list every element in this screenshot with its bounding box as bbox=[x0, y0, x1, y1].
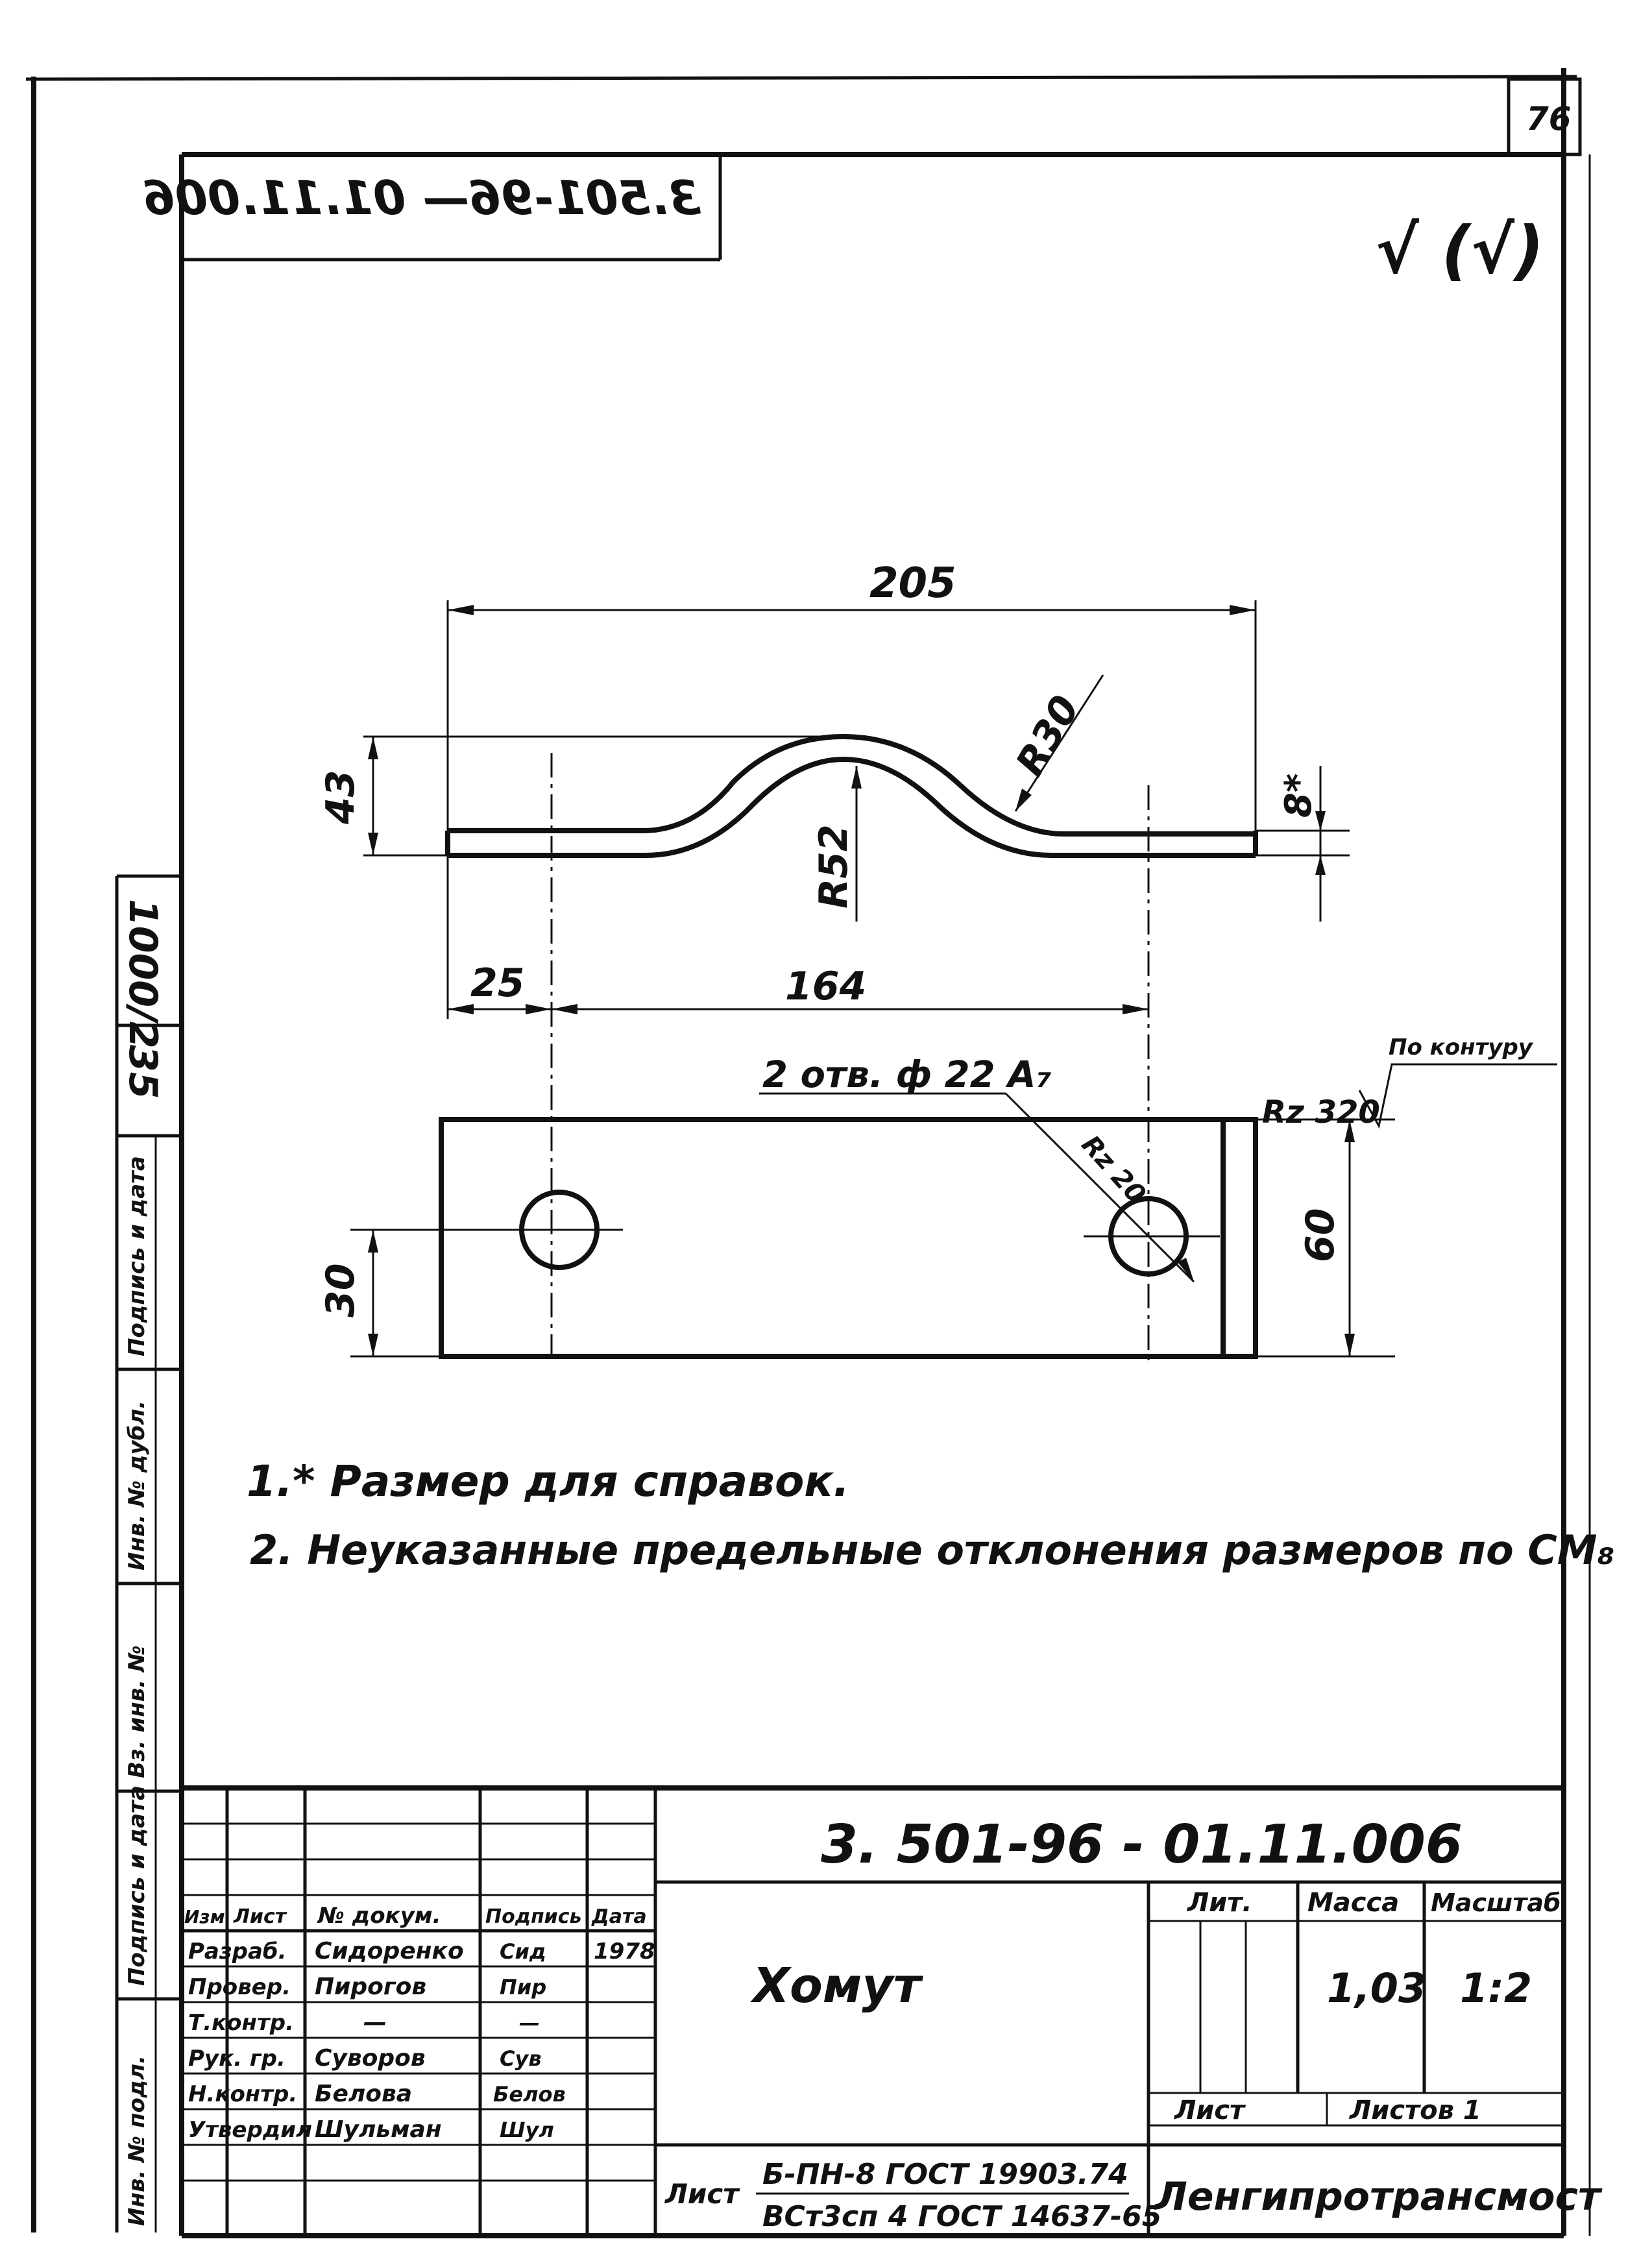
radius-r30-label: R30 bbox=[1007, 688, 1088, 783]
roughness-mark: √ (√) bbox=[1376, 212, 1544, 288]
page-number: 76 bbox=[1526, 100, 1572, 138]
hole-roughness: Rz 20 bbox=[1076, 1130, 1152, 1210]
dimension-43-label: 43 bbox=[318, 770, 363, 826]
side-ref-number-2: 35 bbox=[120, 1045, 165, 1099]
material-top: Б-ПН-8 ГОСТ 19903.74 bbox=[762, 2158, 1128, 2191]
name-4: Суворов bbox=[315, 2045, 426, 2072]
material-prefix: Лист bbox=[664, 2178, 740, 2210]
sign-6: Шул bbox=[500, 2118, 554, 2142]
dimension-164-label: 164 bbox=[785, 964, 866, 1009]
radius-r30 bbox=[1014, 674, 1104, 812]
holes-callout: 2 отв. ф 22 А₇ bbox=[762, 1054, 1052, 1096]
role-4: Рук. гр. bbox=[188, 2046, 285, 2072]
name-3: — bbox=[363, 2009, 387, 2036]
radius-r52-label: R52 bbox=[811, 824, 856, 909]
note-2: 2. Неуказанные предельные отклонения раз… bbox=[250, 1526, 1615, 1574]
title-block bbox=[182, 1785, 1564, 2236]
scale-value: 1:2 bbox=[1460, 1964, 1532, 2012]
contour-roughness-label: Rz 320 bbox=[1262, 1094, 1380, 1131]
role-3: Т.контр. bbox=[188, 2010, 294, 2036]
header-doc-no: № докум. bbox=[317, 1903, 441, 1929]
organization: Ленгипротрансмост bbox=[1154, 2174, 1603, 2220]
dimension-60-label: 60 bbox=[1298, 1208, 1343, 1263]
sheet-frame bbox=[25, 68, 1591, 2238]
side-field-5: Инв. № подл. bbox=[124, 2055, 150, 2226]
side-field-1: Подпись и дата bbox=[124, 1156, 150, 1356]
sign-2: Пир bbox=[500, 1975, 546, 2000]
name-5: Белова bbox=[315, 2081, 412, 2107]
sign-3: — bbox=[519, 2011, 540, 2035]
role-6: Утвердил bbox=[188, 2117, 312, 2143]
dimension-205 bbox=[446, 600, 1257, 831]
dimension-25-164 bbox=[446, 855, 1148, 1019]
side-view bbox=[445, 733, 1258, 1363]
name-6: Шульман bbox=[315, 2116, 442, 2143]
sign-1: Сид bbox=[500, 1939, 546, 1964]
mirrored-code-stamp: 3.501-96— 01.11.006 bbox=[143, 156, 722, 262]
header-signature: Подпись bbox=[485, 1905, 581, 1928]
side-field-2: Инв. № дубл. bbox=[124, 1401, 150, 1571]
role-1: Разраб. bbox=[188, 1939, 287, 1964]
designation: 3. 501-96 - 01.11.006 bbox=[821, 1814, 1463, 1876]
dimension-60 bbox=[1256, 1118, 1395, 1358]
lit-label: Лит. bbox=[1187, 1888, 1252, 1918]
sheets-label: Листов 1 bbox=[1349, 2096, 1481, 2125]
contour-roughness bbox=[1358, 1063, 1557, 1129]
side-field-3: Вз. инв. № bbox=[124, 1645, 150, 1778]
dimension-205-label: 205 bbox=[869, 559, 956, 607]
dimension-8 bbox=[1256, 766, 1350, 922]
header-date: Дата bbox=[591, 1905, 647, 1928]
contour-note: По контуру bbox=[1389, 1034, 1534, 1060]
dimension-30 bbox=[350, 1229, 522, 1358]
mass-value: 1,03 bbox=[1327, 1964, 1426, 2012]
holes-callout-leader bbox=[759, 1092, 1195, 1283]
mirrored-code: 3.501-96— 01.11.006 bbox=[143, 171, 701, 225]
radius-r52 bbox=[851, 766, 862, 922]
role-5: Н.контр. bbox=[188, 2081, 297, 2107]
role-2: Провер. bbox=[188, 1974, 291, 2000]
dimension-30-label: 30 bbox=[318, 1264, 363, 1318]
side-ref-number: 1000/2 bbox=[120, 899, 165, 1049]
name-2: Пирогов bbox=[315, 1974, 426, 2000]
date-1: 1978 bbox=[594, 1939, 655, 1964]
dimension-25-label: 25 bbox=[470, 960, 525, 1006]
plan-view bbox=[439, 1117, 1258, 1359]
scale-label: Масштаб bbox=[1431, 1889, 1561, 1917]
header-sheet: Лист bbox=[233, 1905, 287, 1928]
note-1: 1.* Размер для справок. bbox=[247, 1456, 849, 1506]
dimension-43 bbox=[363, 735, 844, 857]
dimension-8-label: 8* bbox=[1278, 774, 1320, 818]
side-field-4: Подпись и дата bbox=[124, 1785, 150, 1986]
name-1: Сидоренко bbox=[315, 1938, 464, 1964]
side-stamp bbox=[115, 874, 182, 2232]
sign-4: Сув bbox=[500, 2046, 542, 2071]
part-name: Хомут bbox=[750, 1958, 924, 2014]
header-change: Изм bbox=[184, 1906, 225, 1927]
mass-label: Масса bbox=[1307, 1888, 1399, 1918]
material-bottom: ВСт3сп 4 ГОСТ 14637-65 bbox=[762, 2200, 1161, 2233]
sign-5: Белов bbox=[493, 2082, 566, 2107]
sheet-label: Лист bbox=[1174, 2096, 1246, 2125]
